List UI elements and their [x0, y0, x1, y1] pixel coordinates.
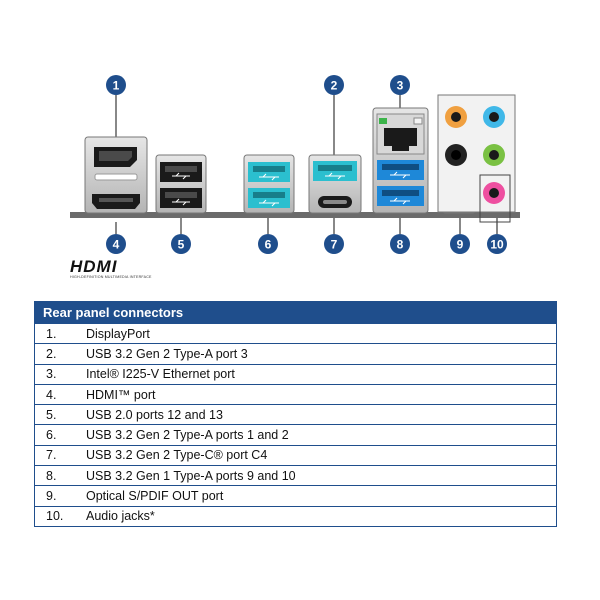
audio-jack-green-icon [483, 144, 505, 166]
callout-4-label: 4 [113, 238, 120, 252]
table-row: 5. USB 2.0 ports 12 and 13 [34, 404, 557, 425]
row-label: USB 3.2 Gen 2 Type-A ports 1 and 2 [86, 424, 557, 446]
callout-7-label: 7 [331, 238, 338, 252]
row-label: USB 3.2 Gen 1 Type-A ports 9 and 10 [86, 465, 557, 486]
displayport-hdmi-stack [84, 136, 148, 214]
io-plate [70, 212, 520, 218]
row-label: USB 3.2 Gen 2 Type-C® port C4 [86, 444, 557, 466]
row-label: DisplayPort [86, 322, 557, 344]
callout-3: 3 [390, 75, 410, 95]
legend-title: Rear panel connectors [34, 301, 557, 324]
audio-jack-orange-icon [445, 106, 467, 128]
table-row: 4. HDMI™ port [34, 383, 557, 405]
legend-header-row: Rear panel connectors [34, 301, 557, 324]
callout-8-label: 8 [397, 238, 404, 252]
callout-5-label: 5 [178, 238, 185, 252]
audio-jack-lightblue-icon [483, 106, 505, 128]
row-number: 4. [34, 383, 86, 405]
callout-4: 4 [106, 234, 126, 254]
table-row: 2. USB 3.2 Gen 2 Type-A port 3 [34, 343, 557, 365]
callout-1-label: 1 [113, 79, 120, 93]
table-row: 6. USB 3.2 Gen 2 Type-A ports 1 and 2 [34, 424, 557, 446]
audio-jack-pink-icon [483, 182, 505, 204]
audio-jacks-block [437, 94, 516, 223]
table-row: 3. Intel® I225-V Ethernet port [34, 363, 557, 385]
callout-8: 8 [390, 234, 410, 254]
callout-9-label: 9 [457, 238, 464, 252]
hdmi-wordmark: HDMI [70, 257, 118, 276]
usb-gen2-teal-stack [243, 154, 295, 214]
row-number: 3. [34, 363, 86, 385]
usb-typea-typec-stack [308, 154, 362, 214]
usb2-stack [155, 154, 207, 214]
hdmi-tagline: HIGH-DEFINITION MULTIMEDIA INTERFACE [70, 275, 152, 279]
rear-panel-diagram: 1 2 3 4 5 6 7 8 9 10 [70, 75, 520, 254]
ethernet-port-icon [384, 128, 417, 151]
row-number: 9. [34, 485, 86, 507]
callout-10: 10 [487, 234, 507, 254]
row-number: 6. [34, 424, 86, 446]
row-number: 8. [34, 465, 86, 486]
row-number: 1. [34, 322, 86, 344]
rear-panel-legend-table: Rear panel connectors 1. DisplayPort 2. … [34, 301, 557, 527]
row-label: Intel® I225-V Ethernet port [86, 363, 557, 385]
callout-2: 2 [324, 75, 344, 95]
usb-symbol-icon [172, 172, 190, 180]
ethernet-link-led-icon [379, 118, 387, 124]
callout-1: 1 [106, 75, 126, 95]
row-number: 2. [34, 343, 86, 365]
callout-5: 5 [171, 234, 191, 254]
table-row: 1. DisplayPort [34, 322, 557, 344]
callout-7: 7 [324, 234, 344, 254]
table-row: 10. Audio jacks* [34, 505, 557, 527]
table-row: 9. Optical S/PDIF OUT port [34, 485, 557, 507]
callout-10-label: 10 [490, 238, 504, 252]
table-row: 8. USB 3.2 Gen 1 Type-A ports 9 and 10 [34, 465, 557, 486]
row-number: 10. [34, 505, 86, 527]
hdmi-logo: HDMI HIGH-DEFINITION MULTIMEDIA INTERFAC… [70, 258, 160, 280]
callout-6: 6 [258, 234, 278, 254]
row-label: Optical S/PDIF OUT port [86, 485, 557, 507]
row-label: USB 2.0 ports 12 and 13 [86, 404, 557, 425]
callout-3-label: 3 [397, 79, 404, 93]
row-label: HDMI™ port [86, 383, 557, 405]
callout-6-label: 6 [265, 238, 272, 252]
callout-2-label: 2 [331, 79, 338, 93]
row-label: USB 3.2 Gen 2 Type-A port 3 [86, 343, 557, 365]
audio-jack-black-icon [445, 144, 467, 166]
callout-9: 9 [450, 234, 470, 254]
row-number: 7. [34, 444, 86, 466]
row-number: 5. [34, 404, 86, 425]
row-label: Audio jacks* [86, 505, 557, 527]
ethernet-usb-stack [372, 107, 429, 214]
table-row: 7. USB 3.2 Gen 2 Type-C® port C4 [34, 444, 557, 466]
